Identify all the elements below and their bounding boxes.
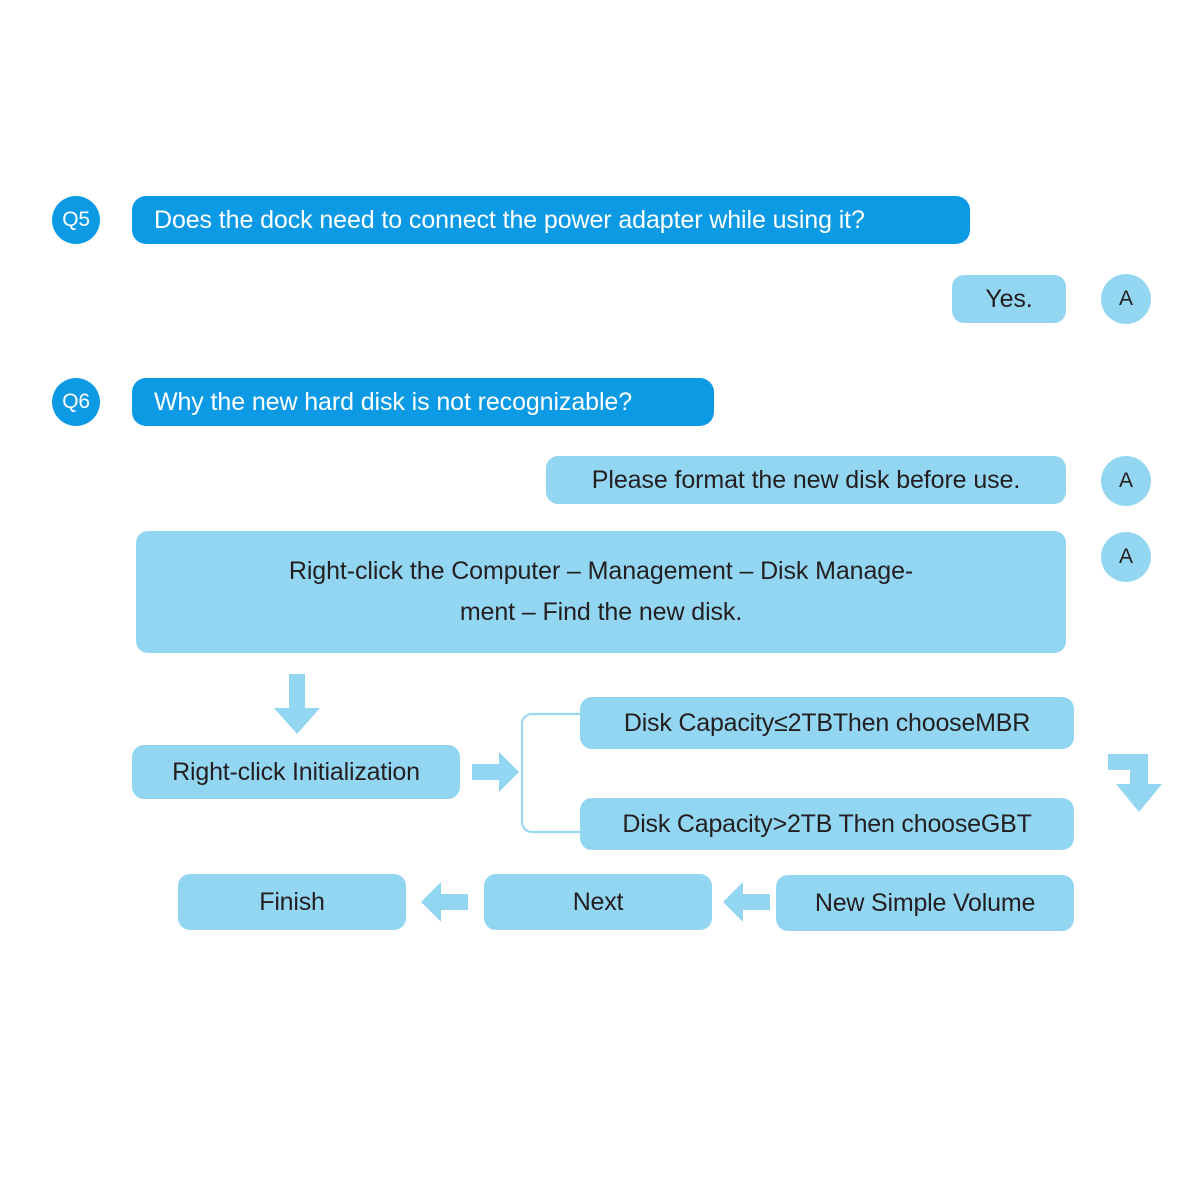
answer-text: Yes. bbox=[985, 284, 1033, 313]
question-badge-label: Q6 bbox=[62, 390, 90, 413]
arrow-left-icon-next-to-finish bbox=[420, 882, 468, 922]
question-text: Why the new hard disk is not recognizabl… bbox=[154, 387, 633, 416]
question-text: Does the dock need to connect the power … bbox=[154, 205, 865, 234]
arrow-left-icon-volume-to-next bbox=[722, 882, 770, 922]
answer-bubble-q6-2: Right-click the Computer – Management – … bbox=[136, 531, 1066, 653]
question-bubble-q5: Does the dock need to connect the power … bbox=[132, 196, 970, 244]
flow-box-label: New Simple Volume bbox=[814, 888, 1036, 917]
flow-box-label: Next bbox=[572, 887, 624, 916]
flow-box-mbr-branch: Disk Capacity≤2TBThen chooseMBR bbox=[580, 697, 1074, 749]
answer-text-line-2: ment – Find the new disk. bbox=[459, 598, 743, 626]
flow-box-label: Disk Capacity>2TB Then chooseGBT bbox=[622, 809, 1032, 838]
flow-box-label: Right-click Initialization bbox=[172, 757, 420, 786]
question-bubble-q6: Why the new hard disk is not recognizabl… bbox=[132, 378, 714, 426]
answer-text-line-1: Right-click the Computer – Management – … bbox=[288, 557, 914, 585]
answer-badge-q6-2: A bbox=[1101, 532, 1151, 582]
answer-badge-q5-1: A bbox=[1101, 274, 1151, 324]
flow-box-gbt-branch: Disk Capacity>2TB Then chooseGBT bbox=[580, 798, 1074, 850]
answer-bubble-q5-1: Yes. bbox=[952, 275, 1066, 323]
arrow-right-icon bbox=[472, 752, 520, 792]
flow-box-label: Disk Capacity≤2TBThen chooseMBR bbox=[623, 708, 1031, 737]
answer-badge-q6-1: A bbox=[1101, 456, 1151, 506]
arrow-elbow-right-down-icon bbox=[1108, 748, 1170, 816]
answer-text: Please format the new disk before use. bbox=[591, 465, 1021, 494]
answer-bubble-q6-1: Please format the new disk before use. bbox=[546, 456, 1066, 504]
flow-box-label: Finish bbox=[259, 887, 325, 916]
flow-box-finish: Finish bbox=[178, 874, 406, 930]
branch-bracket-icon bbox=[518, 712, 584, 834]
answer-badge-label: A bbox=[1118, 545, 1133, 568]
flow-box-initialization: Right-click Initialization bbox=[132, 745, 460, 799]
question-badge-q6: Q6 bbox=[52, 378, 100, 426]
answer-badge-label: A bbox=[1118, 469, 1133, 492]
question-badge-label: Q5 bbox=[62, 208, 90, 231]
question-badge-q5: Q5 bbox=[52, 196, 100, 244]
flow-box-next: Next bbox=[484, 874, 712, 930]
flow-box-new-simple-volume: New Simple Volume bbox=[776, 875, 1074, 931]
answer-badge-label: A bbox=[1118, 287, 1133, 310]
arrow-down-icon bbox=[272, 674, 322, 736]
